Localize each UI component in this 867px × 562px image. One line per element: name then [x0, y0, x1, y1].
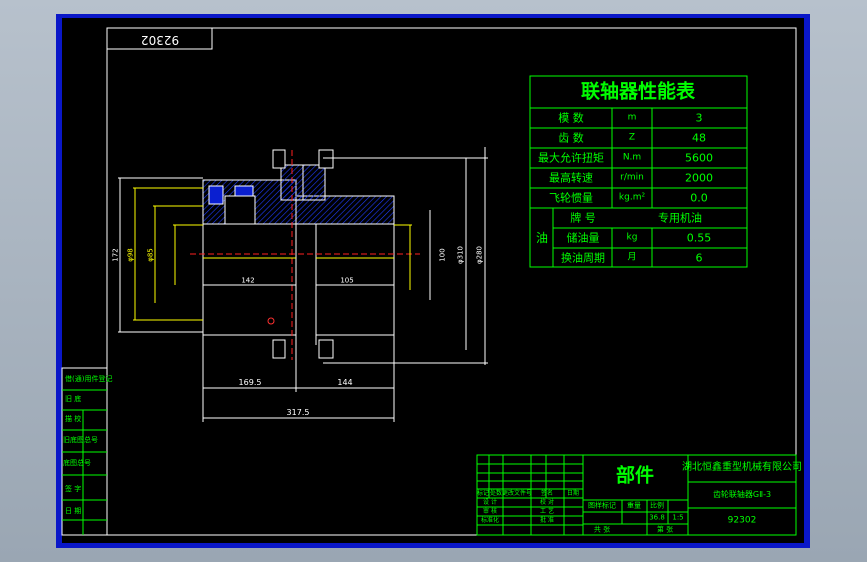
company-name: 湖北恒鑫重型机械有限公司 — [682, 462, 802, 473]
drawing-number-flipped: 92302 — [140, 33, 180, 47]
drawing-code: 92302 — [727, 515, 757, 526]
title-header: 比例 — [650, 501, 664, 510]
row-unit: kg.m² — [618, 192, 646, 203]
side-label: 日 期 — [65, 507, 82, 515]
sheet-label: 第 张 — [656, 525, 674, 534]
row-value: 5600 — [685, 151, 713, 165]
side-label: 旧底图总号 — [63, 436, 98, 444]
title-header: 重量 — [627, 501, 641, 510]
oil-row-value: 0.55 — [686, 231, 712, 245]
weight-value: 36.8 — [649, 513, 665, 522]
oil-row-label: 换油周期 — [561, 251, 605, 265]
title-block-grid — [476, 454, 797, 536]
role-label: 批 准 — [540, 517, 554, 524]
part-label: 部件 — [615, 464, 655, 487]
center-lines — [190, 150, 420, 360]
side-label: 描 校 — [65, 415, 82, 423]
row-label: 模 数 — [558, 111, 584, 125]
dim-text: 317.5 — [286, 408, 310, 417]
row-label: 飞轮惯量 — [549, 191, 593, 205]
side-label: 旧 底 — [65, 395, 82, 403]
table-title: 联轴器性能表 — [580, 80, 696, 103]
sign-label: 处数 — [489, 490, 503, 497]
sign-label: 日期 — [566, 490, 580, 497]
sheet-label: 共 张 — [593, 525, 611, 534]
yellow-dimension-lines — [133, 187, 412, 321]
oil-row-label: 牌 号 — [570, 211, 596, 225]
side-label: 借(通)用件登记 — [65, 375, 113, 383]
dim-text: 100 — [438, 248, 447, 262]
row-label: 最大允许扭矩 — [538, 151, 604, 165]
dim-text: φ280 — [475, 246, 484, 264]
role-label: 审 核 — [483, 508, 497, 515]
row-unit: m — [627, 112, 637, 123]
sign-label: 签名 — [540, 490, 554, 497]
title-header: 图样标记 — [588, 501, 616, 510]
row-value: 0.0 — [690, 191, 708, 205]
side-label: 签 字 — [65, 485, 82, 493]
row-value: 3 — [695, 111, 703, 125]
oil-label: 油 — [535, 231, 549, 245]
dim-text: 144 — [337, 378, 353, 387]
row-unit: Z — [628, 132, 636, 143]
dim-text: φ85 — [146, 248, 155, 262]
row-value: 2000 — [685, 171, 713, 185]
dim-text: 172 — [111, 248, 120, 262]
role-label: 设 计 — [483, 499, 497, 506]
dimension-lines — [118, 147, 488, 422]
dim-text: 105 — [340, 276, 354, 285]
side-label: 底图总号 — [63, 459, 91, 467]
row-unit: N.m — [622, 152, 642, 163]
role-label: 校 对 — [540, 499, 554, 506]
coupling-section — [202, 149, 395, 359]
oil-row-unit: kg — [626, 232, 638, 243]
scale-value: 1:5 — [672, 513, 684, 522]
sign-label: 更改文件号 — [501, 490, 533, 497]
role-label: 标准化 — [480, 517, 500, 524]
inner-frame — [106, 27, 797, 536]
dim-text: φ310 — [456, 246, 465, 264]
center-mark — [267, 317, 275, 325]
drawing-number-box — [106, 27, 213, 50]
side-strip-grid — [62, 389, 107, 535]
row-value: 48 — [692, 131, 706, 145]
sign-label: 标记 — [476, 490, 490, 497]
row-label: 齿 数 — [558, 131, 584, 145]
row-label: 最高转速 — [549, 171, 593, 185]
dim-text: 142 — [241, 276, 255, 285]
dim-text: 169.5 — [238, 378, 262, 387]
role-label: 工 艺 — [540, 508, 554, 515]
performance-table-grid — [529, 75, 748, 268]
oil-row-value: 6 — [695, 251, 703, 265]
oil-row-label: 储油量 — [566, 231, 600, 245]
drawing-name: 齿轮联轴器GⅡ-3 — [712, 490, 772, 499]
dim-text: φ98 — [126, 248, 135, 262]
oil-row-value: 专用机油 — [658, 211, 702, 225]
oil-row-unit: 月 — [627, 252, 637, 263]
row-unit: r/min — [620, 172, 644, 183]
